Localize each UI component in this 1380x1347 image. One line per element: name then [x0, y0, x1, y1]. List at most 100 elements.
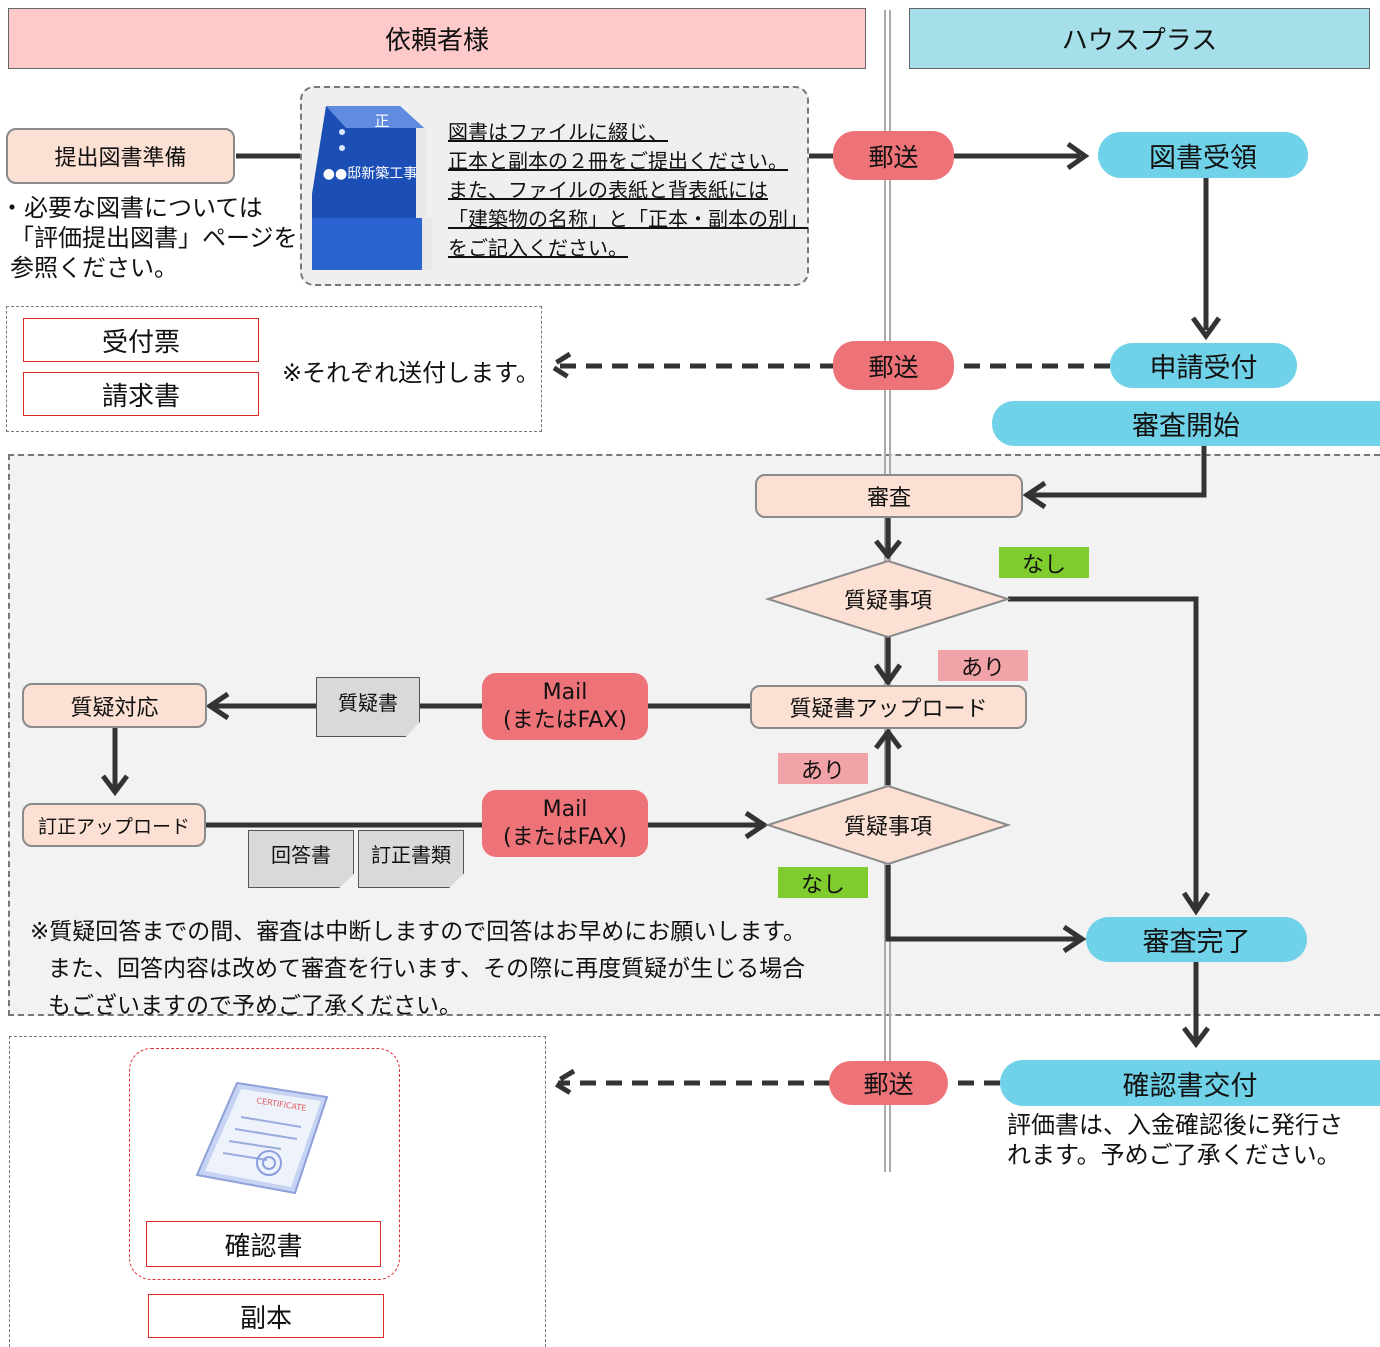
mail-label: 郵送 [833, 131, 954, 180]
received-step: 図書受領 [1098, 132, 1308, 178]
mail-fax-line: Mail [542, 796, 588, 822]
upload-question-step: 質疑書アップロード [750, 685, 1027, 729]
submit-prep-box: 提出図書準備 [6, 128, 235, 184]
tag-yes: あり [778, 753, 868, 784]
submit-note: ・必要な図書については 「評価提出図書」ページを 参照ください。 [0, 193, 300, 283]
decision-label: 質疑事項 [843, 589, 932, 614]
mail-label-text: 郵送 [868, 352, 919, 382]
mail-label: 郵送 [829, 1061, 948, 1105]
arrow [1190, 178, 1222, 341]
submit-note-line: 「評価提出図書」ページを [10, 224, 298, 252]
certificate-illustration: CERTIFICATE [195, 1081, 329, 1195]
arrow [874, 518, 902, 561]
mail-fax-label: Mail (またはFAX) [482, 673, 648, 740]
question-decision-1: 質疑事項 [788, 584, 988, 614]
issue-step: 確認書交付 [1000, 1060, 1380, 1106]
certificate-doc: 確認書 [146, 1221, 381, 1267]
issue-note: 評価書は、入金確認後に発行さ れます。予めご了承ください。 [1007, 1110, 1343, 1170]
tag-label: あり [800, 758, 845, 784]
step-label: 申請受付 [1149, 353, 1258, 384]
mail-fax-label: Mail (またはFAX) [482, 790, 648, 857]
binder-note-line: また、ファイルの表紙と背表紙には [448, 178, 768, 202]
receipt-note-text: ※それぞれ送付します。 [282, 359, 540, 387]
step-label: 審査開始 [1132, 411, 1240, 442]
receipt-doc: 受付票 [23, 318, 259, 362]
decision-diamond [764, 784, 1012, 866]
response-step: 質疑対応 [22, 683, 207, 728]
lane-header-houseplus: ハウスプラス [909, 8, 1370, 69]
invoice-doc: 請求書 [23, 372, 259, 416]
answer-document: 回答書 [248, 830, 354, 888]
binder-label-top: 正 [374, 112, 389, 130]
arrow [885, 865, 1087, 954]
review-note: ※質疑回答までの間、審査は中断しますので回答はお早めにお願いします。 また、回答… [30, 914, 806, 1025]
tag-none: なし [999, 547, 1089, 578]
decision-diamond [764, 559, 1012, 639]
review-step: 審査 [755, 474, 1023, 518]
lane-title: ハウスプラス [1061, 26, 1218, 56]
submit-note-line: 参照ください。 [10, 254, 178, 282]
certificate-icon [195, 1081, 329, 1195]
binder-illustration: 正 ●●邸新築工事 [312, 106, 432, 270]
submit-note-line: ・必要な図書については [0, 194, 263, 222]
question-decision-2: 質疑事項 [788, 810, 988, 840]
doc-label: 回答書 [271, 842, 331, 867]
tag-label: なし [1021, 552, 1066, 578]
receipt-region [6, 306, 542, 432]
receipt-label: 受付票 [101, 327, 180, 358]
arrow [1182, 962, 1210, 1049]
question-document: 質疑書 [316, 677, 420, 737]
invoice-label: 請求書 [101, 381, 180, 412]
correction-upload-step: 訂正アップロード [22, 803, 206, 847]
binder-note-line: 図書はファイルに綴じ、 [448, 120, 668, 144]
binder-note-line: 正本と副本の２冊をご提出ください。 [448, 149, 788, 173]
tag-yes: あり [938, 650, 1028, 681]
certificate-label: 確認書 [224, 1231, 303, 1262]
mail-fax-line: (またはFAX) [503, 824, 627, 850]
arrow [874, 727, 902, 785]
review-start-step: 審査開始 [992, 401, 1380, 446]
review-note-line: もございますので予めご了承ください。 [48, 993, 462, 1019]
binder-note-line: 「建築物の名称」と「正本・副本の別」 [448, 207, 808, 231]
arrow [952, 141, 1090, 171]
step-label: 審査完了 [1142, 927, 1251, 958]
doc-label: 質疑書 [338, 690, 398, 715]
binder-note-line: をご記入ください。 [448, 236, 628, 260]
copy-label: 副本 [239, 1303, 292, 1334]
mail-label: 郵送 [833, 341, 954, 390]
arrow [1008, 596, 1211, 916]
doc-label: 訂正書類 [371, 842, 451, 867]
submit-prep-label: 提出図書準備 [54, 146, 187, 171]
review-note-line: ※質疑回答までの間、審査は中断しますので回答はお早めにお願いします。 [30, 919, 806, 945]
accepted-step: 申請受付 [1110, 343, 1297, 388]
step-label: 質疑書アップロード [789, 697, 988, 722]
receipt-note: ※それぞれ送付します。 [282, 353, 540, 388]
issue-note-line: 評価書は、入金確認後に発行さ [1007, 1111, 1343, 1139]
tag-label: なし [800, 872, 845, 898]
mail-label-text: 郵送 [863, 1070, 914, 1099]
mail-label-text: 郵送 [868, 142, 919, 172]
issue-note-line: れます。予めご了承ください。 [1007, 1141, 1341, 1169]
arrow [648, 810, 769, 840]
arrow [1022, 444, 1207, 510]
tag-label: あり [960, 655, 1005, 681]
binder-label-spine: ●●邸新築工事 [323, 166, 417, 182]
arrow [205, 691, 316, 721]
dashed-arrow [546, 351, 836, 381]
binder-icon [312, 106, 432, 270]
lane-header-requester: 依頼者様 [8, 8, 866, 69]
review-note-line: また、回答内容は改めて審査を行います、その際に再度質疑が生じる場合 [48, 956, 806, 982]
arrow [873, 637, 903, 687]
binder-note: 図書はファイルに綴じ、 正本と副本の２冊をご提出ください。 また、ファイルの表紙… [448, 118, 808, 263]
decision-label: 質疑事項 [843, 815, 932, 840]
certificate-region [129, 1048, 400, 1280]
dashed-arrow [549, 1068, 830, 1098]
complete-step: 審査完了 [1086, 917, 1307, 962]
step-label: 質疑対応 [70, 695, 159, 721]
step-label: 図書受領 [1149, 142, 1257, 174]
tag-none: なし [778, 867, 868, 898]
lane-title: 依頼者様 [384, 26, 489, 56]
step-label: 訂正アップロード [37, 815, 190, 838]
mail-fax-line: Mail [542, 679, 588, 705]
